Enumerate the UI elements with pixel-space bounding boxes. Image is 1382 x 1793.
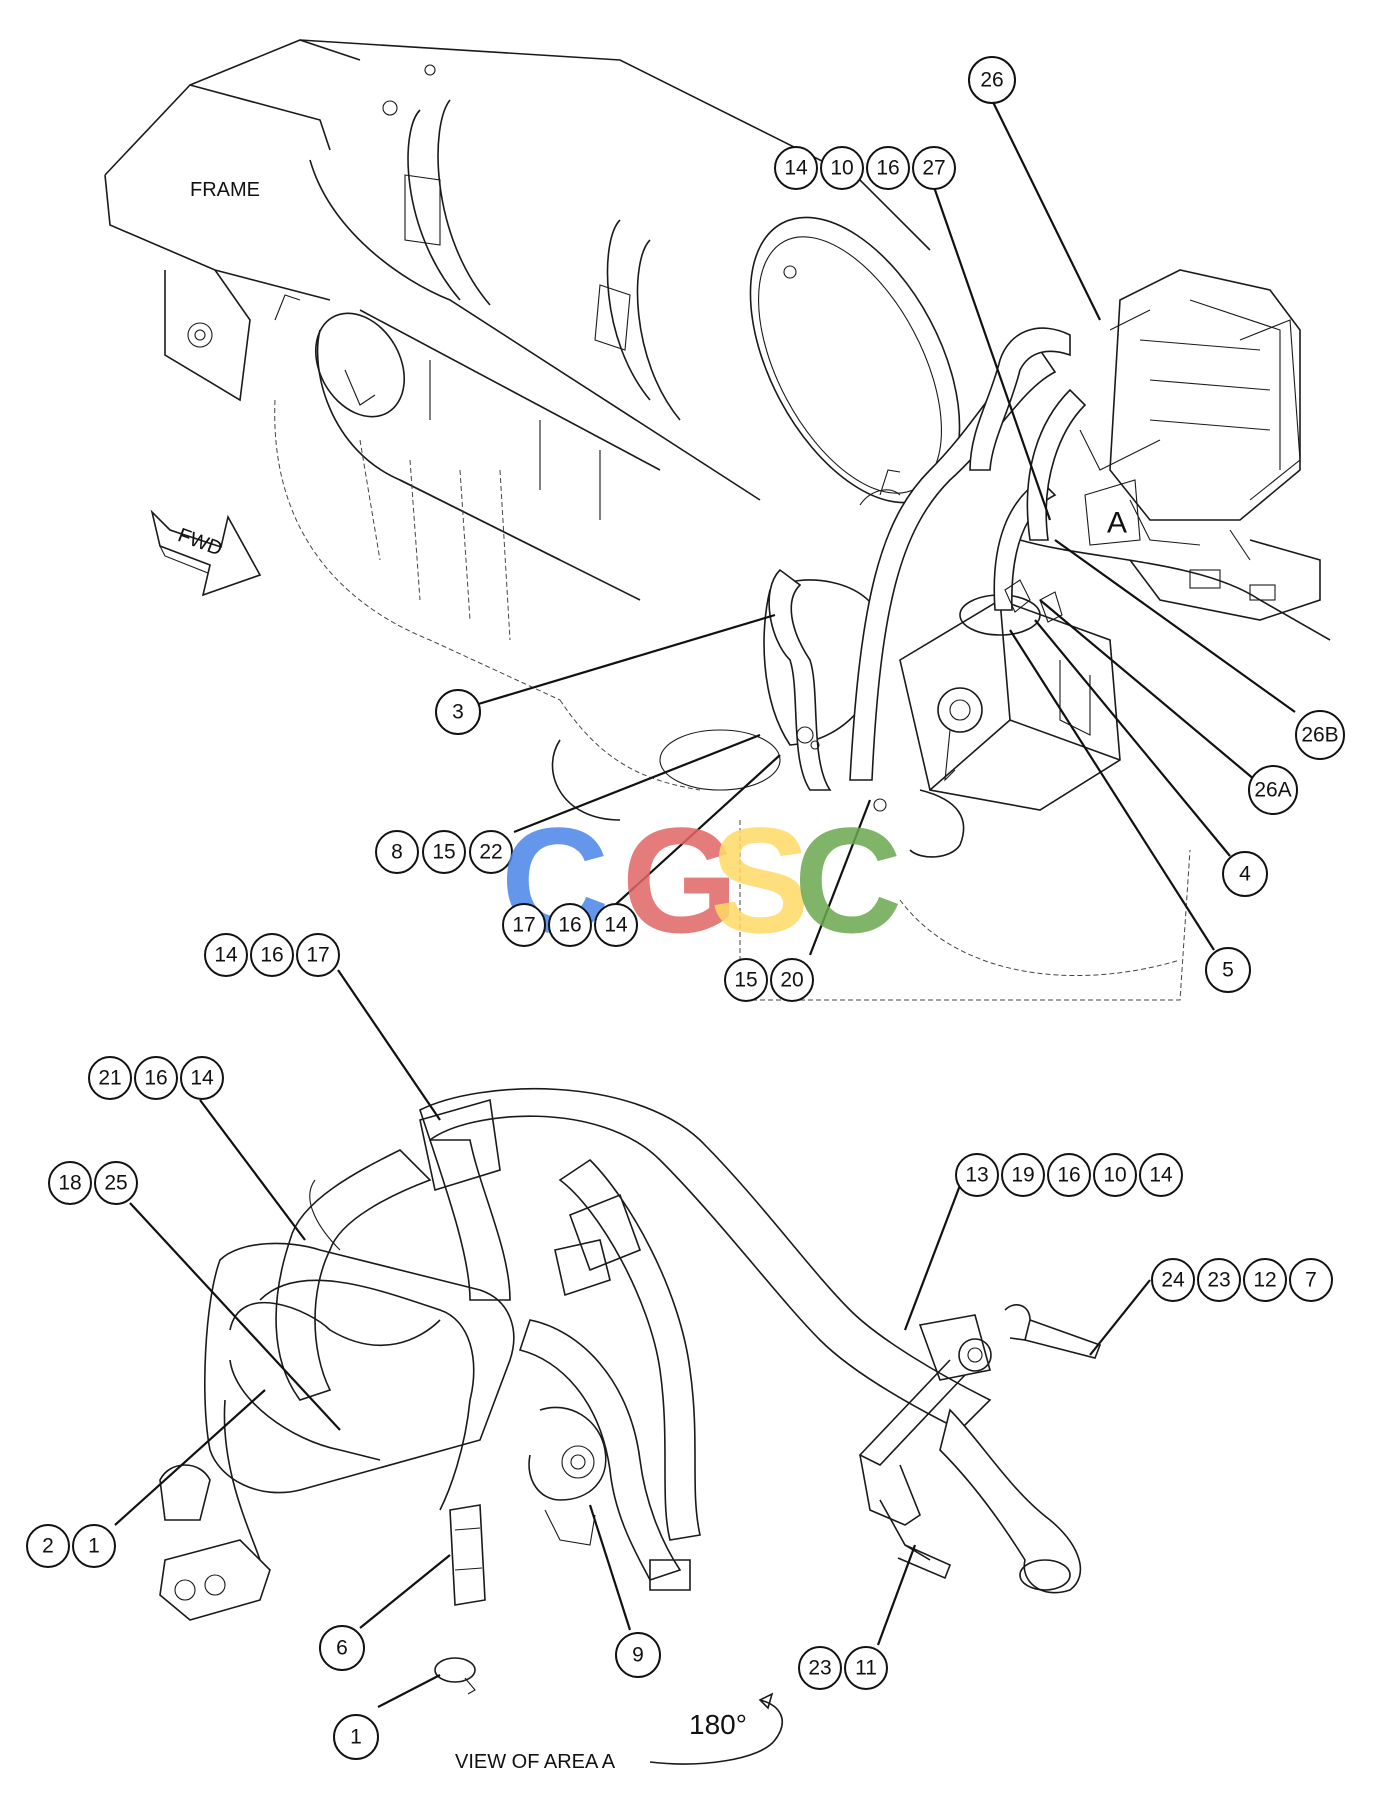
callout-14-16-17: 14 16 17 xyxy=(204,933,340,977)
callout-number: 24 xyxy=(1161,1269,1185,1292)
callout-number: 16 xyxy=(558,914,581,937)
callout-number: 16 xyxy=(1057,1164,1080,1187)
callout-number: 23 xyxy=(1207,1269,1230,1292)
callout-26: 26 xyxy=(968,56,1016,104)
callout-9: 9 xyxy=(615,1632,661,1678)
callout-number: 13 xyxy=(965,1164,988,1187)
callout-number: 19 xyxy=(1011,1164,1034,1187)
callout-number: 27 xyxy=(922,157,945,180)
rotation-arrowhead xyxy=(758,1692,774,1710)
callout-number: 20 xyxy=(780,969,803,992)
callout-number: 12 xyxy=(1253,1269,1276,1292)
callout-number: 10 xyxy=(830,157,853,180)
callout-3: 3 xyxy=(435,689,481,735)
frame-label: FRAME xyxy=(190,179,260,201)
callout-number: 16 xyxy=(876,157,899,180)
callout-number: 26B xyxy=(1301,724,1338,747)
callout-number: 14 xyxy=(190,1067,214,1090)
watermark-letter: G xyxy=(622,796,739,964)
callout-number: 14 xyxy=(214,944,238,967)
callout-6: 6 xyxy=(319,1625,365,1671)
upper-assembly-illustration xyxy=(104,39,1331,1001)
callout-number: 23 xyxy=(808,1657,831,1680)
callout-number: 25 xyxy=(104,1172,127,1195)
callout-21-16-14: 21 16 14 xyxy=(88,1056,224,1100)
callout-number: 14 xyxy=(784,157,808,180)
callout-8-15-22: 8 15 22 xyxy=(375,830,513,874)
callout-number: 5 xyxy=(1222,959,1234,982)
callout-number: 18 xyxy=(58,1172,81,1195)
callout-number: 4 xyxy=(1239,863,1251,886)
callout-number: 21 xyxy=(98,1067,121,1090)
callout-number: 16 xyxy=(144,1067,167,1090)
view-caption: VIEW OF AREA A xyxy=(455,1751,616,1773)
callout-number: 14 xyxy=(604,914,628,937)
callout-number: 26 xyxy=(980,69,1003,92)
callout-number: 17 xyxy=(512,914,535,937)
callout-number: 11 xyxy=(855,1657,877,1680)
callout-15-20: 15 20 xyxy=(724,958,814,1002)
callout-number: 26A xyxy=(1254,779,1291,802)
callout-number: 6 xyxy=(336,1637,348,1660)
callout-17-16-14: 17 16 14 xyxy=(502,903,638,947)
callout-2-1: 2 1 xyxy=(26,1524,116,1568)
callout-23-11: 23 11 xyxy=(798,1646,888,1690)
callout-24-23-12-7: 24 23 12 7 xyxy=(1151,1258,1333,1302)
callout-26a: 26A xyxy=(1248,765,1298,815)
callout-26b: 26B xyxy=(1295,710,1345,760)
callout-number: 16 xyxy=(260,944,283,967)
callout-number: 15 xyxy=(432,841,455,864)
watermark-letter: S xyxy=(710,796,810,964)
callout-number: 3 xyxy=(452,701,464,724)
callout-number: 10 xyxy=(1103,1164,1126,1187)
callout-number: 7 xyxy=(1305,1269,1317,1292)
callout-number: 1 xyxy=(350,1726,362,1749)
callout-14-10-16-27: 14 10 16 27 xyxy=(774,146,956,190)
rotation-arrow xyxy=(649,1699,783,1765)
callout-5: 5 xyxy=(1205,947,1251,993)
callout-number: 14 xyxy=(1149,1164,1173,1187)
callout-number: 17 xyxy=(306,944,329,967)
callout-number: 8 xyxy=(391,841,403,864)
lower-assembly-illustration xyxy=(159,1087,1102,1695)
callout-13-19-16-10-14: 13 19 16 10 14 xyxy=(955,1153,1183,1197)
callout-18-25: 18 25 xyxy=(48,1161,138,1205)
callout-number: 9 xyxy=(632,1644,644,1667)
cgsc-watermark: C G S C xyxy=(501,796,902,964)
rotation-label: 180° xyxy=(689,1709,747,1740)
callout-1: 1 xyxy=(333,1714,379,1760)
forward-arrow xyxy=(150,509,262,597)
callout-number: 1 xyxy=(88,1535,100,1558)
area-a-marker xyxy=(1084,479,1141,546)
callout-number: 2 xyxy=(42,1535,54,1558)
callout-number: 15 xyxy=(734,969,757,992)
callout-number: 22 xyxy=(479,841,502,864)
area-a-label: A xyxy=(1107,507,1127,540)
leader-lines xyxy=(114,99,1296,1708)
callout-4: 4 xyxy=(1222,851,1268,897)
watermark-letter: C xyxy=(794,796,902,964)
